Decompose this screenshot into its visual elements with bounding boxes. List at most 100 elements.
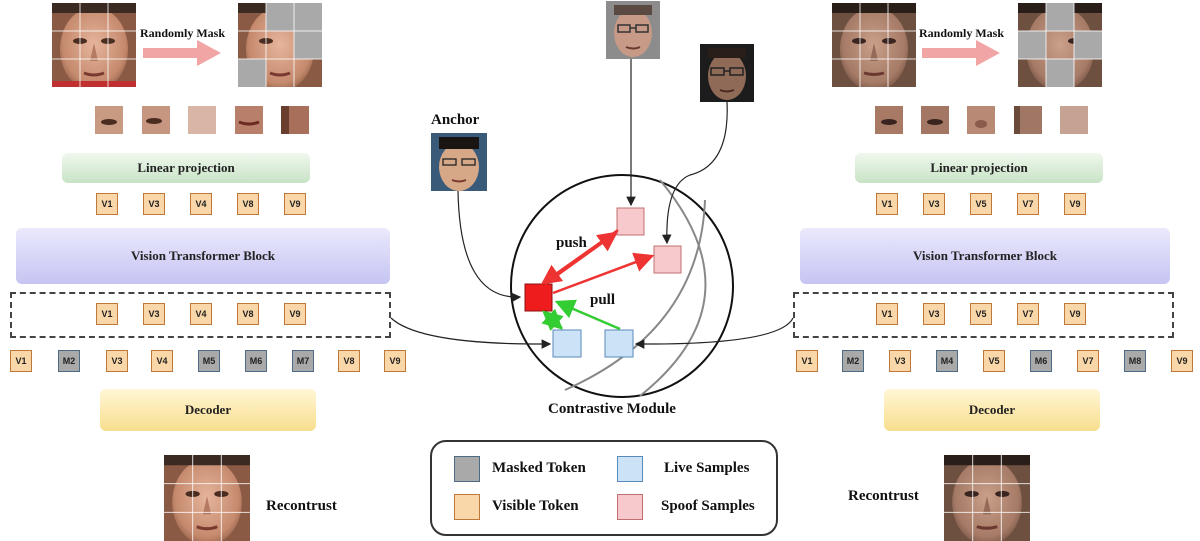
masked-token: M4 (936, 350, 958, 372)
masked-token: M5 (198, 350, 220, 372)
masked-token: M2 (58, 350, 80, 372)
right-reconstructed-face (944, 455, 1030, 541)
visible-token: V1 (10, 350, 32, 372)
visible-token: V9 (284, 193, 306, 215)
left-decoder: Decoder (100, 389, 316, 431)
pull-label: pull (590, 292, 616, 308)
left-reconstruct-label: Recontrust (266, 498, 337, 514)
visible-token: V9 (384, 350, 406, 372)
live-sample (604, 329, 634, 358)
visible-token: V4 (151, 350, 173, 372)
visible-token: V5 (970, 193, 992, 215)
visible-token: V9 (284, 303, 306, 325)
anchor-face (431, 133, 487, 191)
visible-token: V5 (970, 303, 992, 325)
left-patch (142, 106, 170, 134)
contrastive-diagram (390, 59, 794, 398)
left-mask-label: Randomly Mask (140, 26, 226, 40)
spoof-sample (616, 207, 645, 236)
right-vision-transformer-block: Vision Transformer Block (800, 228, 1170, 284)
visible-token: V1 (796, 350, 818, 372)
visible-token: V3 (143, 193, 165, 215)
right-reconstruct-label: Recontrust (848, 488, 919, 504)
push-arrow (552, 252, 655, 295)
left-input-face (52, 3, 136, 87)
legend-visible-swatch (454, 494, 480, 520)
legend-spoof-swatch (617, 494, 643, 520)
spoof-face-right (700, 44, 754, 102)
visible-token: V3 (106, 350, 128, 372)
right-patch (1060, 106, 1088, 134)
legend-spoof-label: Spoof Samples (661, 498, 755, 514)
right-encoded-box (793, 292, 1174, 338)
decision-boundary-arc (564, 199, 706, 391)
left-masked-face (238, 3, 322, 87)
legend-masked-label: Masked Token (492, 460, 586, 476)
contrastive-module-label: Contrastive Module (548, 401, 676, 417)
right-masked-face (1018, 3, 1102, 87)
visible-token: V9 (1064, 303, 1086, 325)
legend-live-swatch (617, 456, 643, 482)
decision-boundary-arc (639, 179, 707, 397)
visible-token: V7 (1017, 303, 1039, 325)
visible-token: V1 (96, 193, 118, 215)
live-sample (552, 329, 582, 358)
left-patch (235, 106, 263, 134)
visible-token: V3 (889, 350, 911, 372)
visible-token: V8 (338, 350, 360, 372)
masked-token: M8 (1124, 350, 1146, 372)
push-arrow (544, 231, 619, 286)
spoof-connector (661, 101, 728, 245)
visible-token: V8 (237, 193, 259, 215)
left-vision-transformer-block: Vision Transformer Block (16, 228, 390, 284)
visible-token: V3 (143, 303, 165, 325)
left-reconstructed-face (164, 455, 250, 541)
masked-token: M7 (292, 350, 314, 372)
visible-token: V8 (237, 303, 259, 325)
right-patch (875, 106, 903, 134)
anchor-sample (524, 283, 553, 312)
visible-token: V1 (96, 303, 118, 325)
visible-token: V1 (876, 303, 898, 325)
left-patch (95, 106, 123, 134)
left-branch-connector (390, 317, 552, 349)
visible-token: V9 (1064, 193, 1086, 215)
masked-token: M6 (1030, 350, 1052, 372)
right-decoder: Decoder (884, 389, 1100, 431)
left-encoded-box (10, 292, 391, 338)
legend-live-label: Live Samples (664, 460, 750, 476)
right-patch (967, 106, 995, 134)
right-input-face (832, 3, 916, 87)
visible-token: V1 (876, 193, 898, 215)
pull-arrow (541, 308, 563, 330)
right-linear-projection: Linear projection (855, 153, 1103, 183)
visible-token: V4 (190, 193, 212, 215)
anchor-connector (457, 190, 522, 303)
visible-token: V7 (1017, 193, 1039, 215)
spoof-face-top (606, 1, 660, 59)
left-linear-projection: Linear projection (62, 153, 310, 183)
right-mask-arrow (922, 40, 1000, 66)
push-label: push (556, 235, 587, 251)
anchor-label: Anchor (431, 112, 480, 128)
legend-masked-swatch (454, 456, 480, 482)
left-patch (281, 106, 309, 134)
contrastive-circle (510, 174, 734, 398)
right-patch (1014, 106, 1042, 134)
pull-arrow (554, 299, 621, 331)
right-mask-label: Randomly Mask (919, 26, 1005, 40)
spoof-sample (653, 245, 682, 274)
visible-token: V3 (923, 303, 945, 325)
legend-visible-label: Visible Token (492, 498, 579, 514)
right-patch (921, 106, 949, 134)
left-mask-arrow (143, 40, 221, 66)
right-branch-connector (634, 317, 794, 349)
legend: Masked Token Live Samples Visible Token … (430, 440, 778, 536)
visible-token: V5 (983, 350, 1005, 372)
left-patch (188, 106, 216, 134)
masked-token: M6 (245, 350, 267, 372)
masked-token: M2 (842, 350, 864, 372)
visible-token: V7 (1077, 350, 1099, 372)
visible-token: V4 (190, 303, 212, 325)
visible-token: V3 (923, 193, 945, 215)
